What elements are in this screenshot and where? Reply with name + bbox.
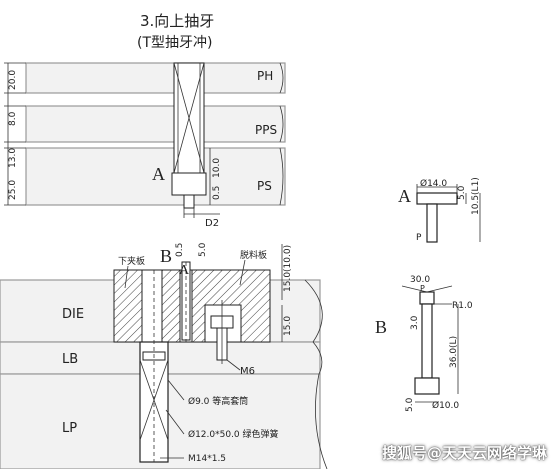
detail-b-dim-r1: R1.0 (452, 301, 473, 311)
plate-ps (25, 147, 286, 206)
detail-b-p: P (420, 284, 425, 293)
section-dim-05: 0.5 (175, 243, 185, 257)
dim-left-8: 8.0 (8, 111, 18, 126)
callout-sleeve: Ø9.0 等高套筒 (188, 395, 248, 407)
punch-tip (183, 194, 195, 209)
title-main: 3.向上抽牙 (140, 12, 214, 30)
detail-b-dim-30: 30.0 (410, 275, 430, 285)
callout-spring: Ø12.0*50.0 绿色弹簧 (188, 428, 279, 440)
detail-b-dim-3: 3.0 (410, 315, 420, 330)
plate-label-ps: PS (257, 179, 272, 193)
detail-b: B 30.0 R1.0 3.0 36.0(L) 5.0 Ø10.0 P (375, 275, 473, 412)
detail-a-head (416, 192, 458, 205)
title-sub: (T型抽牙冲) (137, 35, 212, 51)
detail-b-shank (421, 303, 433, 379)
detail-a-p: P (416, 233, 422, 243)
detail-a-shank (426, 203, 438, 243)
plate-label-ph: PH (257, 69, 273, 83)
punch-head (171, 172, 207, 196)
callout-m14: M14*1.5 (188, 454, 226, 464)
watermark: 搜狐号@天天云网络学琳 (381, 444, 547, 462)
section-marker-a: A (179, 263, 190, 278)
section-view: DIE LB LP B A 0.5 5.0 下夹板 脱料板 (0, 242, 328, 469)
dim-left-25: 25.0 (8, 180, 18, 200)
detail-a-marker: A (398, 186, 411, 206)
plate-pps (25, 105, 286, 143)
plate-label-lb: LB (62, 352, 78, 367)
detail-b-tip (419, 291, 435, 305)
detail-a-dim-5: 5.0 (457, 185, 467, 200)
dim-left-13: 13.0 (8, 148, 18, 168)
detail-b-dim-5: 5.0 (405, 397, 415, 412)
section-dim-5: 5.0 (198, 242, 208, 257)
detail-b-dim-36: 36.0(L) (449, 336, 459, 368)
dim-left-20: 20.0 (8, 70, 18, 90)
top-view: PH PPS PS 20.0 8.0 13.0 25.0 10.0 0.5 D2… (4, 62, 286, 229)
dim-right-10: 10.0 (212, 158, 222, 178)
label-stripper: 脱料板 (240, 249, 267, 261)
plate-ph (25, 62, 286, 94)
plate-label-die: DIE (62, 307, 84, 322)
detail-b-dim-dia: Ø10.0 (432, 400, 459, 411)
callout-m6: M6 (240, 366, 255, 377)
bolt-cavity (141, 269, 163, 343)
label-lower-splint: 下夹板 (118, 255, 145, 267)
plate-label-lp: LP (62, 421, 77, 436)
detail-a-dim-l1: 10.5(L1) (471, 177, 481, 215)
section-marker-b: B (160, 246, 172, 266)
detail-a: A Ø14.0 5.0 10.5(L1) P (398, 177, 481, 243)
section-dim-15-10: 15.0(10.0) (283, 245, 293, 292)
section-dim-15: 15.0 (283, 316, 293, 336)
dim-right-05: 0.5 (212, 186, 222, 200)
marker-a-top: A (152, 164, 165, 184)
detail-b-head (414, 377, 440, 395)
detail-b-marker: B (375, 317, 387, 337)
plate-label-pps: PPS (255, 123, 277, 137)
dim-d2: D2 (205, 218, 219, 229)
detail-a-dim-dia: Ø14.0 (420, 178, 447, 189)
